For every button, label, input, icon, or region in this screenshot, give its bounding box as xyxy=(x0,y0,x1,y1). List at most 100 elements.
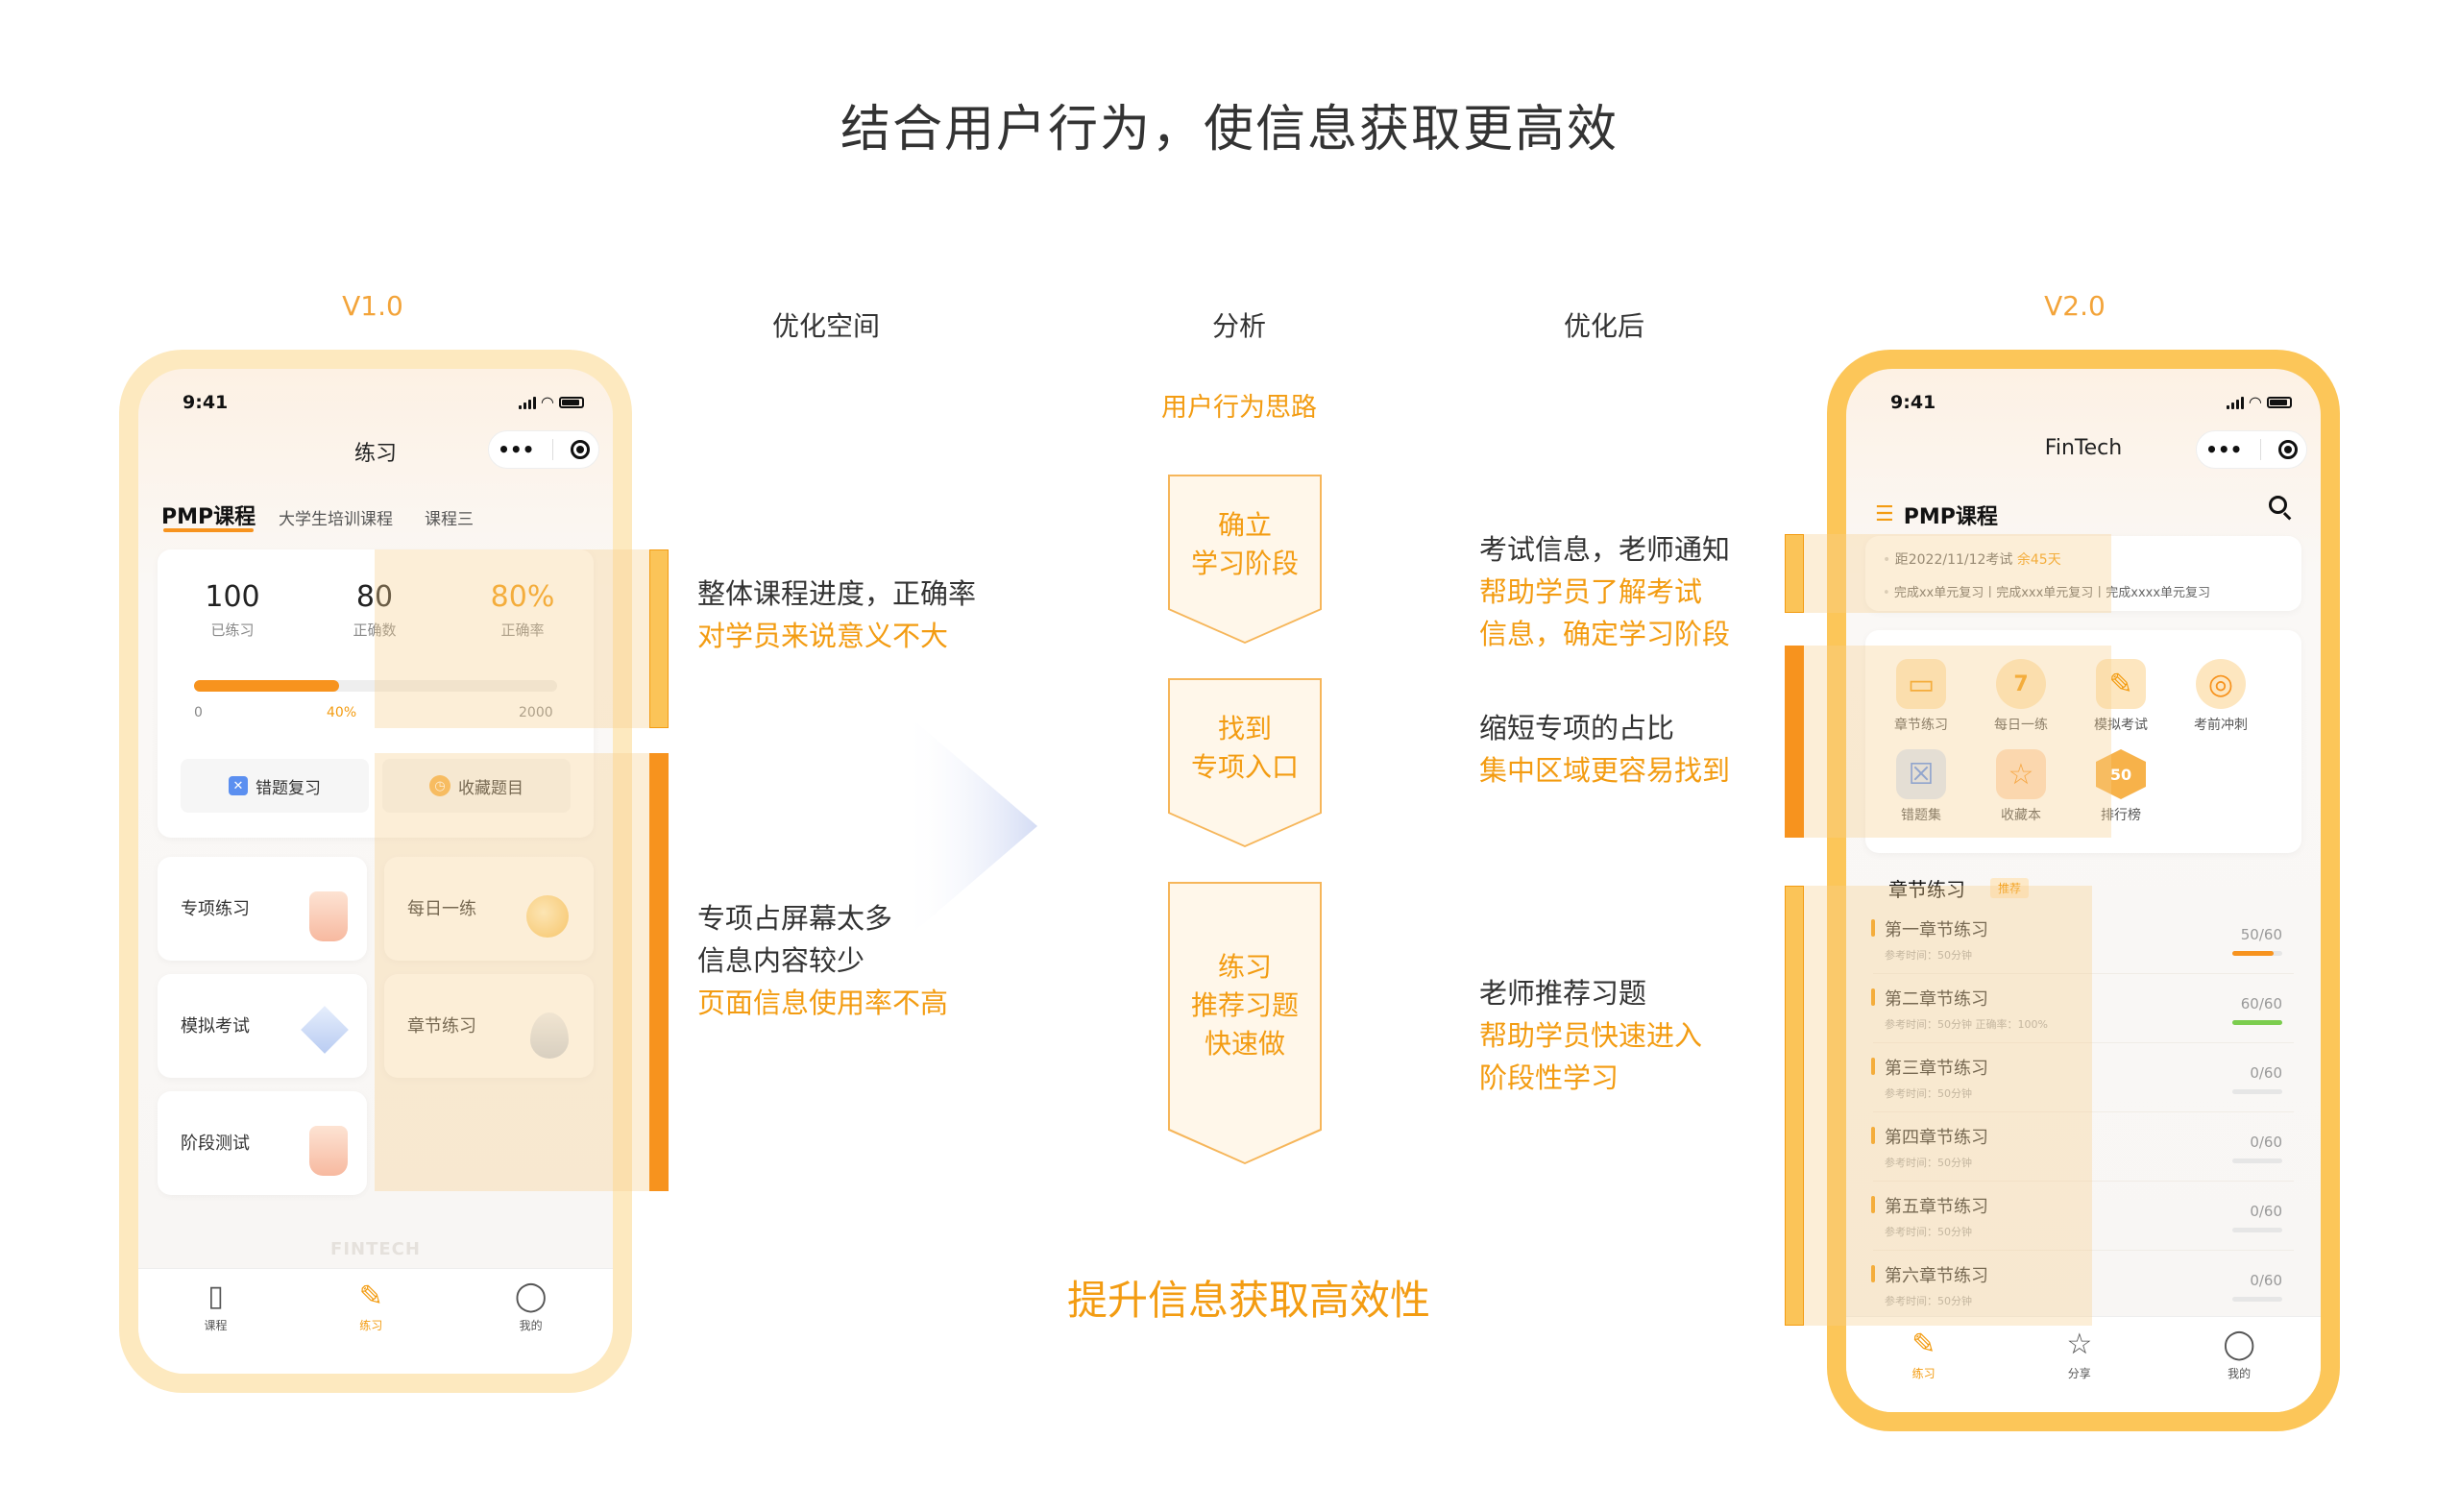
stat-accuracy-value: 80% xyxy=(490,580,555,614)
grid-label: 排行榜 xyxy=(2101,808,2141,823)
v2-phone-frame: 9:41 ◠ FinTech ••• ☰ PMP课程 • 距2022/11/12… xyxy=(1827,350,2340,1431)
tile-chapter-practice[interactable]: 章节练习 xyxy=(384,974,594,1078)
progress-card: 100 已练习 80 正确数 80% 正确率 0 40% 2000 ✕ 错题复习 xyxy=(158,549,594,838)
v1-tiles-highlight xyxy=(375,753,653,1191)
chapter-progress-track xyxy=(2232,1020,2282,1025)
grid-mock-exam[interactable]: ✎ 模拟考试 xyxy=(2073,659,2169,734)
tile-label: 每日一练 xyxy=(407,899,476,919)
user-icon: ◯ xyxy=(2223,1328,2255,1361)
tab-label: 练习 xyxy=(359,1319,383,1332)
v2-tab-bar: ✎ 练习 ☆ 分享 ◯ 我的 xyxy=(1846,1316,2321,1412)
grid-final-sprint[interactable]: ◎ 考前冲刺 xyxy=(2173,659,2269,734)
grid-wrong-questions[interactable]: ☒ 错题集 xyxy=(1873,749,1969,824)
close-mini-program-icon[interactable] xyxy=(2277,440,2298,459)
rank-icon: 50 xyxy=(2096,749,2146,799)
v2-chapter-marker xyxy=(1785,886,1804,1326)
tile-mock-exam[interactable]: 模拟考试 xyxy=(158,974,367,1078)
note-line-highlight: 帮助学员了解考试 xyxy=(1479,575,1703,608)
wrong-review-button[interactable]: ✕ 错题复习 xyxy=(181,759,369,813)
note-line-highlight: 阶段性学习 xyxy=(1479,1061,1619,1094)
tab-mine[interactable]: ◯ 我的 xyxy=(2223,1317,2255,1412)
tile-stage-test[interactable]: 阶段测试 xyxy=(158,1091,367,1195)
list-icon: ☰ xyxy=(1875,502,1894,526)
review-notice-text: 完成xx单元复习丨完成xxx单元复习丨完成xxxx单元复习 xyxy=(1893,586,2211,600)
grid-label: 模拟考试 xyxy=(2094,718,2148,733)
exam-notice-card[interactable]: • 距2022/11/12考试 余45天 • 完成xx单元复习丨完成xxx单元复… xyxy=(1865,536,2301,611)
cup-icon xyxy=(309,1126,348,1176)
course-switcher[interactable]: ☰ PMP课程 xyxy=(1875,500,1998,530)
tab-share[interactable]: ☆ 分享 xyxy=(2066,1317,2092,1412)
v2-notice-highlight xyxy=(1785,534,2111,613)
note-overall-progress: 整体课程进度，正确率 对学员来说意义不大 xyxy=(697,573,976,657)
pencil-icon: ✎ xyxy=(358,1280,383,1313)
course-title: PMP课程 xyxy=(1903,505,1998,529)
note-line: 信息内容较少 xyxy=(697,944,865,977)
nav-title: 练习 xyxy=(353,442,397,466)
grid-chapter-practice[interactable]: ▭ 章节练习 xyxy=(1873,659,1969,734)
close-mini-program-icon[interactable] xyxy=(570,440,590,459)
v1-screen: 9:41 ◠ 练习 ••• PMP课程 大学生培训课程 课程三 100 已练习 … xyxy=(138,369,613,1374)
chapter-progress-text: 0/60 xyxy=(2250,1272,2282,1289)
more-icon[interactable]: ••• xyxy=(2205,438,2243,461)
flow-step-text: 练习 xyxy=(1217,951,1272,983)
exam-icon: ✎ xyxy=(2096,659,2146,709)
tab-practice[interactable]: ✎ 练习 xyxy=(1911,1317,1936,1412)
pencil-icon: ✎ xyxy=(1911,1328,1936,1361)
grid-label: 考前冲刺 xyxy=(2194,718,2248,733)
v1-stats-highlight xyxy=(375,549,653,728)
chapter-row[interactable]: 第一章节练习参考时间：50分钟 50/60 xyxy=(1871,905,2294,974)
status-time: 9:41 xyxy=(1890,392,1936,413)
chapter-icon: ▭ xyxy=(1896,659,1946,709)
wrong-book-icon: ✕ xyxy=(229,776,248,795)
nav-title: FinTech xyxy=(2044,436,2123,460)
note-line-highlight: 页面信息使用率不高 xyxy=(697,987,949,1019)
chapter-subtitle: 参考时间：50分钟 xyxy=(1885,1157,1972,1169)
chapter-progress-fill xyxy=(2232,1020,2282,1025)
tab-mine[interactable]: ◯ 我的 xyxy=(515,1269,548,1374)
tab-label: 我的 xyxy=(519,1319,543,1332)
v2-grid-marker xyxy=(1785,646,1804,838)
cup-icon xyxy=(309,891,348,941)
chapter-progress-fill xyxy=(2232,951,2275,956)
tile-label: 章节练习 xyxy=(407,1016,476,1036)
chapter-title: 第一章节练习 xyxy=(1871,916,1988,941)
star-book-icon: ☆ xyxy=(1996,749,2046,799)
note-line-highlight: 帮助学员快速进入 xyxy=(1479,1019,1703,1052)
chapter-progress-track xyxy=(2232,1297,2282,1302)
tab-pmp-course[interactable]: PMP课程 xyxy=(161,505,256,529)
v1-stats-marker xyxy=(649,549,669,728)
tab-practice[interactable]: ✎ 练习 xyxy=(359,1269,383,1374)
tab-course-three[interactable]: 课程三 xyxy=(425,510,474,529)
progress-start: 0 xyxy=(194,705,203,720)
v1-phone-frame: 9:41 ◠ 练习 ••• PMP课程 大学生培训课程 课程三 100 已练习 … xyxy=(119,350,632,1393)
v1-label: V1.0 xyxy=(342,290,403,322)
tile-special-practice[interactable]: 专项练习 xyxy=(158,857,367,961)
chapter-progress-text: 50/60 xyxy=(2240,926,2282,943)
exam-countdown: • 距2022/11/12考试 余45天 xyxy=(1883,552,2061,568)
chapter-subtitle: 参考时间：50分钟 xyxy=(1885,949,1972,962)
battery-icon xyxy=(559,397,584,408)
grid-label: 每日一练 xyxy=(1994,718,2048,733)
favorites-button[interactable]: ◷ 收藏题目 xyxy=(382,759,571,813)
chapter-title: 第五章节练习 xyxy=(1871,1193,1988,1218)
search-icon[interactable] xyxy=(2269,496,2294,521)
grid-favorites[interactable]: ☆ 收藏本 xyxy=(1973,749,2069,824)
chapter-row[interactable]: 第二章节练习参考时间：50分钟 正确率：100%60/60 xyxy=(1871,974,2294,1043)
target-icon: ◎ xyxy=(2196,659,2246,709)
more-icon[interactable]: ••• xyxy=(498,438,535,461)
grid-daily-practice[interactable]: 7 每日一练 xyxy=(1973,659,2069,734)
grid-leaderboard[interactable]: 50 排行榜 xyxy=(2073,749,2169,824)
analysis-subtitle: 用户行为思路 xyxy=(1161,393,1317,423)
tab-courses[interactable]: ▯ 课程 xyxy=(205,1269,228,1374)
note-special-space: 专项占屏幕太多 信息内容较少 页面信息使用率不高 xyxy=(697,897,948,1024)
mini-program-capsule[interactable]: ••• xyxy=(488,430,599,469)
tab-college-course[interactable]: 大学生培训课程 xyxy=(279,510,393,529)
tile-daily-practice[interactable]: 每日一练 xyxy=(384,857,594,961)
progress-mid: 40% xyxy=(327,705,357,720)
mini-program-capsule[interactable]: ••• xyxy=(2196,430,2307,469)
tab-label: 分享 xyxy=(2067,1367,2091,1380)
chapter-progress-text: 0/60 xyxy=(2250,1203,2282,1220)
